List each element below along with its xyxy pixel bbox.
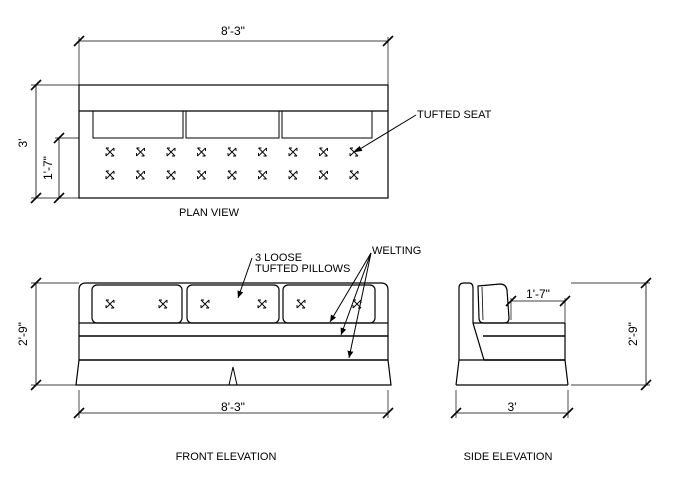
tuft-icon bbox=[349, 147, 359, 157]
tuft-icon bbox=[197, 170, 206, 180]
front-width-label: 8'-3" bbox=[221, 400, 245, 414]
tuft-icon bbox=[257, 299, 267, 309]
tufted-seat-leader bbox=[354, 114, 417, 153]
plan-depth-label: 3' bbox=[16, 139, 30, 148]
tuft-icon bbox=[296, 299, 306, 309]
tuft-icon bbox=[288, 170, 298, 180]
side-seat-depth-dimension: 1'-7" bbox=[505, 287, 571, 323]
front-skirt-pleat bbox=[228, 366, 238, 386]
pillows-leader bbox=[237, 257, 253, 299]
tuft-icon bbox=[158, 299, 168, 309]
side-depth-dimension: 3' bbox=[450, 390, 574, 419]
front-pillow bbox=[91, 284, 183, 324]
tuft-icon bbox=[166, 147, 176, 157]
tuft-icon bbox=[197, 147, 206, 157]
plan-tufts bbox=[105, 147, 359, 180]
front-skirt bbox=[75, 359, 392, 386]
welting-callout: WELTING bbox=[372, 245, 421, 257]
welting-leader bbox=[329, 252, 372, 323]
tuft-icon bbox=[349, 170, 359, 180]
tuft-icon bbox=[105, 147, 115, 157]
front-tufts bbox=[105, 299, 362, 309]
plan-seat-depth-label: 1'-7" bbox=[41, 156, 55, 180]
plan-view-title: PLAN VIEW bbox=[179, 207, 240, 219]
pillows-callout-line2: TUFTED PILLOWS bbox=[255, 263, 350, 275]
front-elevation-title: FRONT ELEVATION bbox=[176, 451, 277, 463]
side-height-dimension: 2'-9" bbox=[571, 277, 652, 391]
plan-depth-dimension: 3' bbox=[16, 79, 79, 204]
tuft-icon bbox=[105, 170, 115, 180]
plan-pillow bbox=[185, 110, 280, 139]
tuft-icon bbox=[136, 170, 145, 180]
tuft-icon bbox=[258, 170, 267, 180]
tuft-icon bbox=[200, 299, 210, 309]
tuft-icon bbox=[105, 299, 115, 309]
plan-width-label: 8'-3" bbox=[221, 24, 245, 38]
side-pillow bbox=[477, 283, 510, 324]
tuft-icon bbox=[136, 147, 145, 157]
tuft-icon bbox=[227, 147, 237, 157]
plan-pillow bbox=[281, 110, 373, 139]
tuft-icon bbox=[319, 147, 328, 157]
tufted-seat-callout: TUFTED SEAT bbox=[417, 109, 492, 121]
front-pillow bbox=[282, 284, 376, 324]
side-seat-depth-label: 1'-7" bbox=[526, 287, 550, 301]
plan-seat-depth-dimension: 1'-7" bbox=[41, 132, 79, 204]
tuft-icon bbox=[166, 170, 176, 180]
side-depth-label: 3' bbox=[508, 400, 517, 414]
welting-leader bbox=[347, 252, 372, 359]
tuft-icon bbox=[319, 170, 328, 180]
front-width-dimension: 8'-3" bbox=[73, 390, 394, 419]
plan-sofa-outline bbox=[78, 84, 389, 199]
front-height-label: 2'-9" bbox=[16, 322, 30, 346]
side-elevation: 1'-7" 2'-9" 3' SIDE ELEVATION bbox=[450, 277, 652, 463]
plan-width-dimension: 8'-3" bbox=[73, 24, 394, 85]
plan-view: 8'-3" 3' 1'-7" T bbox=[16, 24, 492, 219]
pillows-callout-line1: 3 LOOSE bbox=[255, 252, 302, 264]
welting-leader bbox=[340, 252, 372, 336]
tuft-icon bbox=[288, 147, 298, 157]
plan-pillow bbox=[92, 110, 184, 139]
tuft-icon bbox=[258, 147, 267, 157]
front-elevation: 2'-9" 3 LOOSE TUFTED PILLOWS WELTING bbox=[16, 245, 421, 463]
front-back-outline bbox=[78, 282, 389, 323]
side-height-label: 2'-9" bbox=[626, 322, 640, 346]
front-height-dimension: 2'-9" bbox=[16, 277, 79, 391]
front-pillow bbox=[186, 284, 280, 324]
side-elevation-title: SIDE ELEVATION bbox=[464, 451, 553, 463]
tuft-icon bbox=[227, 170, 237, 180]
side-body-outline bbox=[455, 282, 569, 386]
